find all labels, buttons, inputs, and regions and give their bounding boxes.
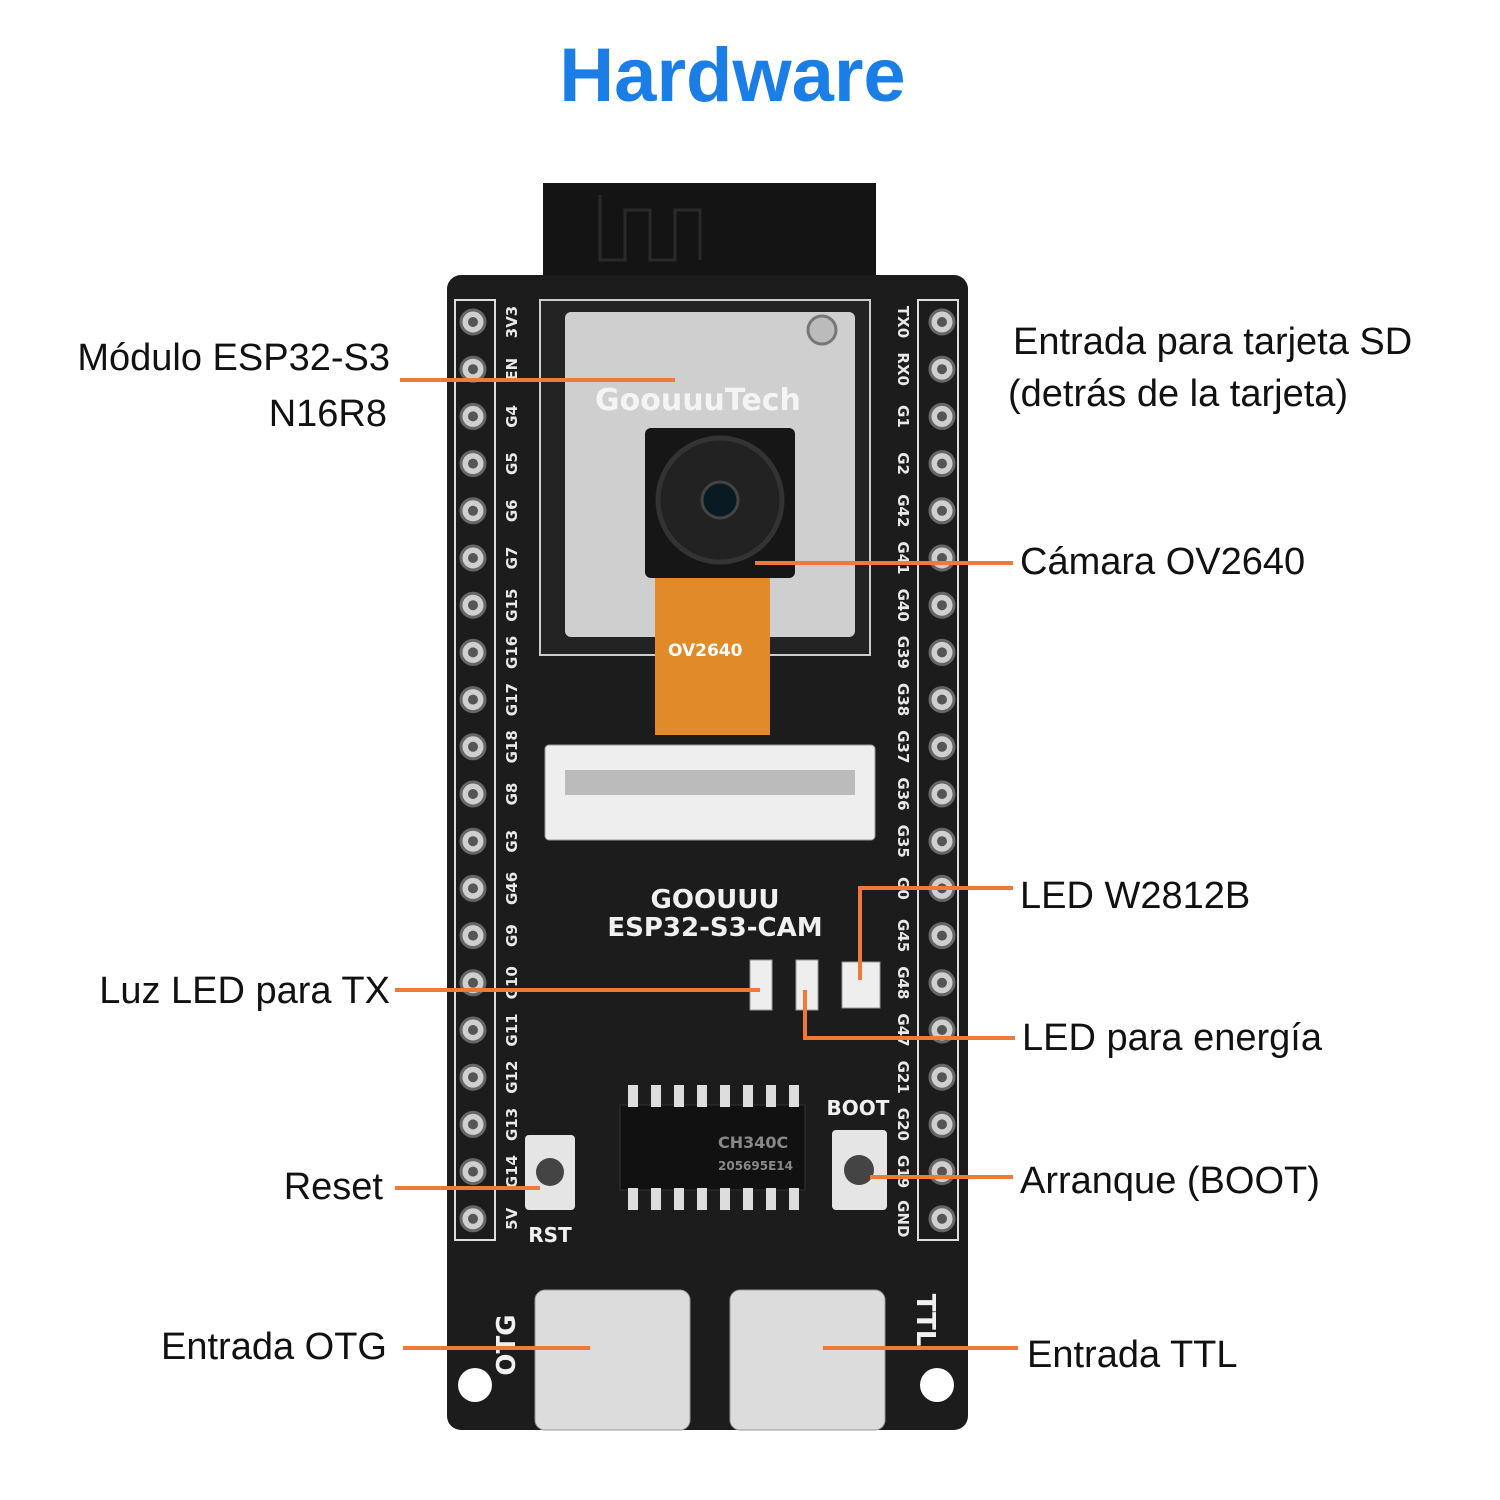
tx-led	[749, 959, 773, 1011]
pin-label: G18	[503, 730, 521, 763]
power-led-callout-line	[803, 990, 1015, 1040]
pin-label: G7	[503, 547, 521, 570]
pin-label: G6	[503, 499, 521, 522]
chip-pin	[628, 1085, 638, 1107]
reset-label: Reset	[284, 1166, 384, 1208]
sd-card-note: (detrás de la tarjeta)	[1008, 373, 1348, 415]
pin-label: G9	[503, 924, 521, 947]
pin-label: G16	[503, 636, 521, 669]
pin-label: TX0	[894, 306, 912, 338]
pin-label: G45	[894, 919, 912, 952]
chip-pin	[789, 1188, 799, 1210]
pin-label: G15	[503, 589, 521, 622]
pin-label: G46	[503, 872, 521, 905]
pin-label: G10	[503, 966, 521, 999]
chip-pin	[743, 1085, 753, 1107]
pin-label: G14	[503, 1155, 521, 1188]
chip-pin	[766, 1085, 776, 1107]
pin-label: G42	[894, 494, 912, 527]
chip-pin	[720, 1188, 730, 1210]
pin-label: G4	[503, 405, 521, 428]
pin-label: G35	[894, 825, 912, 858]
camera-label: Cámara OV2640	[1020, 541, 1305, 583]
pin-label: G38	[894, 683, 912, 716]
ws-led-callout-line	[858, 886, 1013, 980]
otg-label: Entrada OTG	[161, 1326, 387, 1368]
pin-label: G48	[894, 966, 912, 999]
pin-label: G1	[894, 405, 912, 428]
chip-pin	[720, 1085, 730, 1107]
camera-flex-label: OV2640	[668, 641, 743, 661]
pin-label: RX0	[894, 352, 912, 386]
antenna-trace	[598, 195, 702, 262]
left-header-outline	[454, 299, 496, 1241]
ttl-label: Entrada TTL	[1027, 1334, 1238, 1376]
pin-label: GND	[894, 1200, 912, 1237]
chip-pin	[674, 1085, 684, 1107]
pin-label: G17	[503, 683, 521, 716]
boot-silk: BOOT	[827, 1096, 890, 1120]
pin-label: G12	[503, 1061, 521, 1094]
page-title: Hardware	[559, 33, 906, 118]
pin-label: G41	[894, 541, 912, 574]
pin-label: G40	[894, 589, 912, 622]
pin-label: G21	[894, 1061, 912, 1094]
pin-label: G11	[503, 1013, 521, 1046]
module-label-variant: N16R8	[269, 393, 387, 435]
right-header-outline	[917, 299, 959, 1241]
pin-label: G2	[894, 452, 912, 475]
pin-label: 3V3	[503, 306, 521, 338]
usb-c-otg-port	[534, 1289, 691, 1431]
module-brand: GoouuuTech	[595, 383, 801, 418]
module-label: Módulo ESP32-S3	[77, 337, 390, 379]
pin-label: G20	[894, 1108, 912, 1141]
pin-label: G3	[503, 830, 521, 853]
board-model: ESP32-S3-CAM	[607, 913, 822, 943]
pin-label: 5V	[503, 1207, 521, 1229]
ws-led-label: LED W2812B	[1020, 875, 1250, 917]
pin-label: G19	[894, 1155, 912, 1188]
ipex-connector	[806, 314, 838, 346]
camera-lens	[700, 480, 740, 520]
chip-label: CH340C	[718, 1133, 788, 1152]
chip-pin	[697, 1085, 707, 1107]
pin-label: G47	[894, 1013, 912, 1046]
pin-label: G36	[894, 777, 912, 810]
boot-label: Arranque (BOOT)	[1020, 1160, 1320, 1202]
chip-code: 205695E14	[718, 1159, 793, 1173]
chip-pin	[697, 1188, 707, 1210]
usb-c-ttl-port	[729, 1289, 886, 1431]
tx-led-label: Luz LED para TX	[99, 970, 390, 1012]
pin-label: G37	[894, 730, 912, 763]
pin-label: G5	[503, 452, 521, 475]
otg-silk: OTG	[492, 1314, 522, 1375]
camera-flex-cable	[655, 570, 770, 735]
chip-pin	[766, 1188, 776, 1210]
chip-pin	[789, 1085, 799, 1107]
mounting-hole	[458, 1368, 492, 1402]
chip-pin	[628, 1188, 638, 1210]
chip-pin	[743, 1188, 753, 1210]
pin-label: G13	[503, 1108, 521, 1141]
chip-pin	[674, 1188, 684, 1210]
board-brand: GOOUUU	[651, 885, 780, 915]
mounting-hole	[920, 1368, 954, 1402]
chip-pin	[651, 1085, 661, 1107]
pin-label: EN	[503, 358, 521, 381]
sd-card-label: Entrada para tarjeta SD	[1013, 321, 1412, 363]
rst-silk: RST	[528, 1223, 572, 1247]
ch340c-chip	[619, 1104, 806, 1191]
power-led-label: LED para energía	[1022, 1017, 1323, 1059]
ttl-silk: TTL	[910, 1294, 940, 1347]
chip-pin	[651, 1188, 661, 1210]
pin-label: G8	[503, 783, 521, 806]
pin-label: G39	[894, 636, 912, 669]
